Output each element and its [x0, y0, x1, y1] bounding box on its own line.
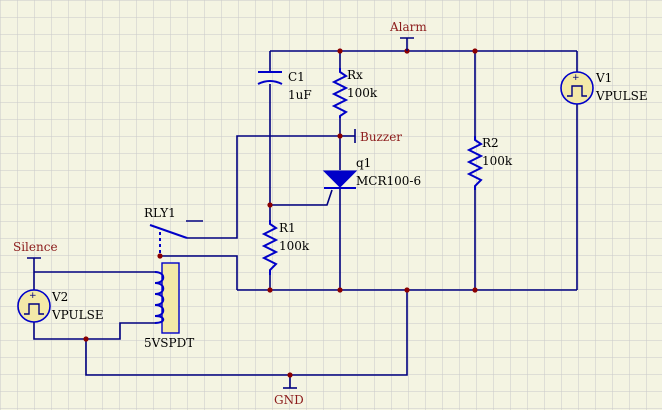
relay-rly1[interactable]: RLY1 5VSPDT [144, 206, 194, 350]
v2-value: VPULSE [51, 308, 104, 322]
rly1-value: 5VSPDT [144, 336, 194, 350]
rx-ref: Rx [347, 68, 363, 82]
net-silence-label: Silence [13, 240, 58, 254]
thyristor-q1[interactable]: q1 MCR100-6 [322, 156, 421, 189]
net-gnd-label: GND [274, 393, 304, 407]
net-silence[interactable]: Silence [13, 240, 58, 260]
net-gnd[interactable]: GND [274, 387, 304, 407]
pulse-source-v1[interactable]: + V1 VPULSE [560, 71, 648, 105]
v1-ref: V1 [595, 71, 612, 85]
relay-coil-body [161, 262, 180, 334]
pulse-waveform-icon [24, 303, 44, 315]
net-buzzer[interactable]: Buzzer [354, 129, 402, 144]
r2-ref: R2 [482, 136, 499, 150]
v1-value: VPULSE [595, 89, 648, 103]
q1-ref: q1 [356, 156, 371, 170]
pulse-waveform-icon [567, 85, 587, 97]
junction-dots [83, 48, 478, 378]
rly1-ref: RLY1 [144, 206, 176, 220]
c1-value: 1uF [288, 88, 312, 102]
c1-ref: C1 [288, 70, 305, 84]
net-alarm-label: Alarm [389, 20, 427, 34]
capacitor-c1[interactable]: C1 1uF [257, 70, 312, 102]
r2-value: 100k [482, 154, 513, 168]
wires [33, 50, 578, 388]
relay-contact-arm [149, 224, 188, 239]
r1-value: 100k [279, 239, 310, 253]
v2-plus-icon: + [29, 291, 37, 301]
resistor-r1[interactable]: R1 100k [261, 220, 310, 275]
v1-plus-icon: + [572, 73, 580, 83]
net-alarm[interactable]: Alarm [389, 20, 427, 51]
resistor-rx[interactable]: Rx 100k [331, 68, 378, 118]
rx-value: 100k [347, 86, 378, 100]
r1-ref: R1 [279, 221, 296, 235]
q1-value: MCR100-6 [356, 174, 421, 188]
resistor-r2[interactable]: R2 100k [466, 136, 513, 190]
pulse-source-v2[interactable]: + V2 VPULSE [17, 289, 104, 323]
relay-coil-winding [154, 271, 165, 324]
v2-ref: V2 [51, 290, 68, 304]
net-buzzer-label: Buzzer [360, 130, 402, 144]
